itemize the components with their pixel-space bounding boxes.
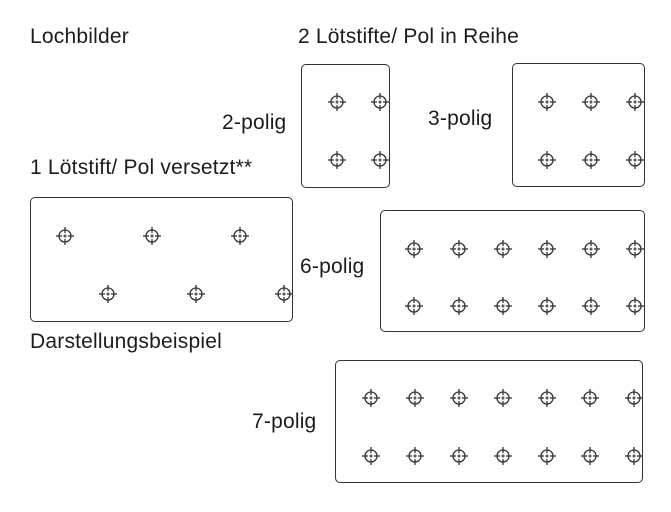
drill-hole-crosshair-icon xyxy=(450,389,468,407)
drill-hole-crosshair-icon xyxy=(99,285,117,303)
drill-hole-crosshair-icon xyxy=(362,389,380,407)
drill-hole-crosshair-icon xyxy=(625,447,643,465)
drill-hole-crosshair-icon xyxy=(626,151,644,169)
drill-hole-crosshair-icon xyxy=(143,227,161,245)
drill-hole-crosshair-icon xyxy=(582,240,600,258)
drill-hole-crosshair-icon xyxy=(538,447,556,465)
drill-hole-crosshair-icon xyxy=(405,297,423,315)
pin-pattern-panel-2polig xyxy=(301,64,390,188)
drill-hole-crosshair-icon xyxy=(626,240,644,258)
drill-hole-crosshair-icon xyxy=(406,447,424,465)
drill-hole-crosshair-icon xyxy=(582,297,600,315)
drill-hole-crosshair-icon xyxy=(450,447,468,465)
label-2polig: 2-polig xyxy=(222,111,287,134)
label-3polig: 3-polig xyxy=(428,107,493,130)
drill-hole-crosshair-icon xyxy=(371,151,389,169)
drill-hole-crosshair-icon xyxy=(538,389,556,407)
drill-hole-crosshair-icon xyxy=(371,93,389,111)
drill-hole-crosshair-icon xyxy=(56,227,74,245)
drill-hole-crosshair-icon xyxy=(626,297,644,315)
heading-in-reihe: 2 Lötstifte/ Pol in Reihe xyxy=(298,25,519,48)
heading-versetzt: 1 Lötstift/ Pol versetzt** xyxy=(30,156,253,179)
drill-hole-crosshair-icon xyxy=(231,227,249,245)
label-7polig: 7-polig xyxy=(252,410,317,433)
drill-hole-crosshair-icon xyxy=(450,240,468,258)
drill-hole-crosshair-icon xyxy=(494,447,512,465)
drill-hole-crosshair-icon xyxy=(328,151,346,169)
caption-darstellungsbeispiel: Darstellungsbeispiel xyxy=(30,330,222,353)
drill-hole-crosshair-icon xyxy=(538,151,556,169)
drill-hole-crosshair-icon xyxy=(581,389,599,407)
pin-pattern-panel-6polig xyxy=(380,210,645,332)
drill-hole-crosshair-icon xyxy=(625,389,643,407)
drill-hole-crosshair-icon xyxy=(582,151,600,169)
pin-pattern-panel-3polig xyxy=(512,63,645,187)
pin-pattern-panel-versetzt xyxy=(30,197,293,322)
pin-pattern-panel-7polig xyxy=(335,360,643,483)
drill-hole-crosshair-icon xyxy=(494,240,512,258)
drill-hole-crosshair-icon xyxy=(538,240,556,258)
drill-hole-crosshair-icon xyxy=(494,389,512,407)
drill-hole-crosshair-icon xyxy=(187,285,205,303)
drill-hole-crosshair-icon xyxy=(275,285,293,303)
drill-hole-crosshair-icon xyxy=(362,447,380,465)
drill-hole-crosshair-icon xyxy=(494,297,512,315)
drill-hole-crosshair-icon xyxy=(538,297,556,315)
drill-hole-crosshair-icon xyxy=(450,297,468,315)
drill-hole-crosshair-icon xyxy=(328,93,346,111)
page-title: Lochbilder xyxy=(30,25,129,48)
drill-hole-crosshair-icon xyxy=(626,93,644,111)
drill-hole-crosshair-icon xyxy=(581,447,599,465)
drill-hole-crosshair-icon xyxy=(582,93,600,111)
drill-hole-crosshair-icon xyxy=(538,93,556,111)
drill-hole-crosshair-icon xyxy=(406,389,424,407)
drill-hole-crosshair-icon xyxy=(405,240,423,258)
label-6polig: 6-polig xyxy=(300,255,365,278)
